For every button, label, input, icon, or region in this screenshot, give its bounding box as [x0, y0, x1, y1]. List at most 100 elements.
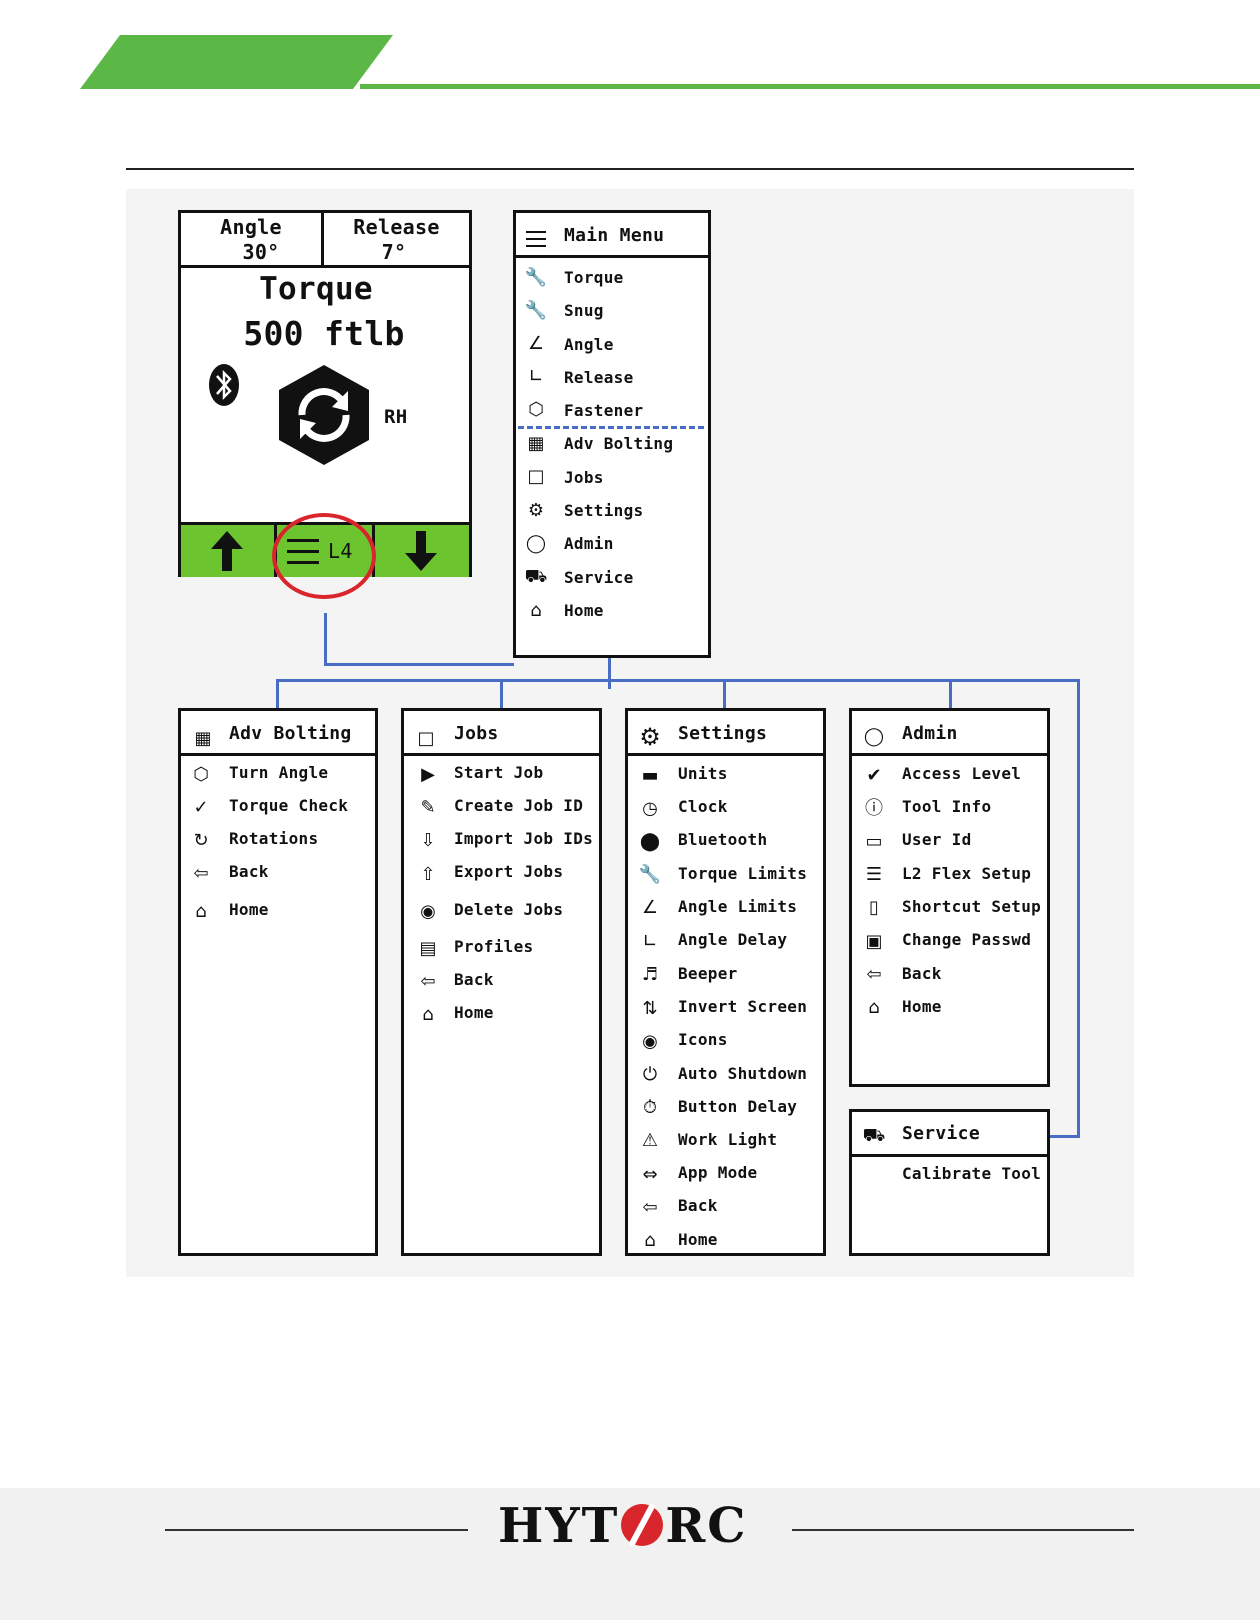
eye-icon: ◉	[642, 1031, 658, 1052]
bluetooth-icon	[209, 364, 239, 406]
jobs-item[interactable]: Home	[454, 1003, 494, 1022]
import-job-icon: ⇩	[420, 830, 436, 851]
adv-bolting-item[interactable]: Back	[229, 862, 269, 881]
angle-delay-icon: ∟	[642, 931, 658, 952]
divider	[181, 265, 469, 268]
arrow-up-icon[interactable]	[209, 529, 245, 573]
jobs-item[interactable]: Create Job ID	[454, 796, 584, 815]
connector-service-h	[1046, 1135, 1080, 1138]
invert-screen-icon: ⇅	[642, 998, 658, 1019]
settings-menu: ⚙ Settings ▬ Units ◷ Clock ⬤ Bluetooth 🔧…	[625, 708, 826, 1256]
logo-text-left: HYT	[498, 1498, 620, 1554]
divider	[516, 255, 708, 258]
settings-item[interactable]: Torque Limits	[678, 864, 808, 883]
connector-admin	[949, 679, 952, 708]
admin-item[interactable]: User Id	[902, 830, 972, 849]
main-menu-item[interactable]: Adv Bolting	[564, 434, 674, 453]
admin-item[interactable]: Home	[902, 997, 942, 1016]
jobs-item[interactable]: Back	[454, 970, 494, 989]
settings-item[interactable]: Angle Delay	[678, 930, 788, 949]
main-menu-item[interactable]: Admin	[564, 534, 614, 553]
connector-settings	[723, 679, 726, 708]
settings-item[interactable]: Angle Limits	[678, 897, 798, 916]
create-job-icon: ✎	[420, 797, 436, 818]
service-van-icon: ⛟	[524, 566, 548, 587]
stopwatch-icon: ⏱	[642, 1097, 658, 1118]
settings-item[interactable]: Units	[678, 764, 728, 783]
adv-bolting-menu: ▦ Adv Bolting ⬡ Turn Angle ✓ Torque Chec…	[178, 708, 378, 1256]
admin-item[interactable]: L2 Flex Setup	[902, 864, 1032, 883]
main-menu-item[interactable]: Angle	[564, 335, 614, 354]
settings-item[interactable]: Clock	[678, 797, 728, 816]
jobs-item[interactable]: Import Job IDs	[454, 829, 594, 848]
speaker-icon: ♬	[641, 964, 659, 985]
angle-label: Angle	[220, 215, 282, 239]
connector-main	[608, 656, 611, 689]
jobs-item[interactable]: Export Jobs	[454, 862, 564, 881]
main-menu-item[interactable]: Settings	[564, 501, 644, 520]
angle-icon: ∠	[527, 333, 545, 354]
menu-icon	[526, 230, 546, 248]
main-menu-title: Main Menu	[564, 225, 665, 246]
jobs-item[interactable]: Profiles	[454, 937, 534, 956]
arrow-down-icon[interactable]	[403, 529, 439, 573]
admin-item[interactable]: Access Level	[902, 764, 1022, 783]
admin-item[interactable]: Tool Info	[902, 797, 992, 816]
admin-item[interactable]: Change Passwd	[902, 930, 1032, 949]
torque-check-icon: ✓	[193, 797, 209, 818]
main-menu-item[interactable]: Snug	[564, 301, 604, 320]
adv-bolting-item[interactable]: Rotations	[229, 829, 319, 848]
main-menu-item[interactable]: Torque	[564, 268, 624, 287]
adv-bolting-item[interactable]: Turn Angle	[229, 763, 329, 782]
turn-angle-icon: ⬡	[193, 764, 209, 785]
export-job-icon: ⇧	[420, 864, 436, 885]
main-menu-item[interactable]: Fastener	[564, 401, 644, 420]
rotations-icon: ↻	[193, 830, 209, 851]
adv-bolting-item[interactable]: Torque Check	[229, 796, 349, 815]
service-item[interactable]: Calibrate Tool	[902, 1164, 1042, 1183]
shortcut-icon: ▯	[869, 897, 879, 918]
back-arrow-icon: ⇦	[193, 863, 209, 884]
jobs-item[interactable]: Start Job	[454, 763, 544, 782]
divider	[404, 753, 599, 756]
admin-item[interactable]: Shortcut Setup	[902, 897, 1042, 916]
briefcase-icon: □	[527, 466, 545, 487]
settings-item[interactable]: Icons	[678, 1030, 728, 1049]
settings-item[interactable]: Bluetooth	[678, 830, 768, 849]
settings-item[interactable]: Work Light	[678, 1130, 778, 1149]
main-menu-item[interactable]: Home	[564, 601, 604, 620]
header-green-line	[360, 84, 1260, 89]
settings-item[interactable]: Beeper	[678, 964, 738, 983]
settings-item[interactable]: Invert Screen	[678, 997, 808, 1016]
main-menu-item[interactable]: Service	[564, 568, 634, 587]
home-icon: ⌂	[868, 997, 880, 1018]
settings-item[interactable]: Back	[678, 1196, 718, 1215]
dashed-divider	[518, 426, 704, 429]
settings-item[interactable]: Button Delay	[678, 1097, 798, 1116]
jobs-item[interactable]: Delete Jobs	[454, 900, 564, 919]
user-icon: ◯	[525, 533, 547, 554]
bluetooth-icon: ⬤	[639, 831, 661, 852]
back-arrow-icon: ⇦	[866, 964, 882, 985]
angle-value: 30°	[242, 240, 280, 264]
settings-item[interactable]: App Mode	[678, 1163, 758, 1182]
angle-limits-icon: ∠	[641, 897, 659, 918]
settings-item[interactable]: Home	[678, 1230, 718, 1249]
section-rule	[126, 168, 1134, 170]
delete-job-icon: ◉	[420, 901, 436, 922]
release-icon: ∟	[528, 366, 544, 387]
user-id-icon: ▭	[865, 831, 883, 852]
settings-item[interactable]: Auto Shutdown	[678, 1064, 808, 1083]
briefcase-icon: □	[417, 728, 435, 749]
admin-item[interactable]: Back	[902, 964, 942, 983]
torque-limits-icon: 🔧	[638, 864, 662, 885]
bolting-icon: ▦	[527, 433, 545, 454]
footer-line-left	[165, 1529, 468, 1531]
main-menu-item[interactable]: Jobs	[564, 468, 604, 487]
main-menu-item[interactable]: Release	[564, 368, 634, 387]
list-icon: ☰	[865, 864, 883, 885]
adv-bolting-item[interactable]: Home	[229, 900, 269, 919]
units-icon: ▬	[641, 765, 659, 786]
home-icon: ⌂	[644, 1230, 656, 1251]
